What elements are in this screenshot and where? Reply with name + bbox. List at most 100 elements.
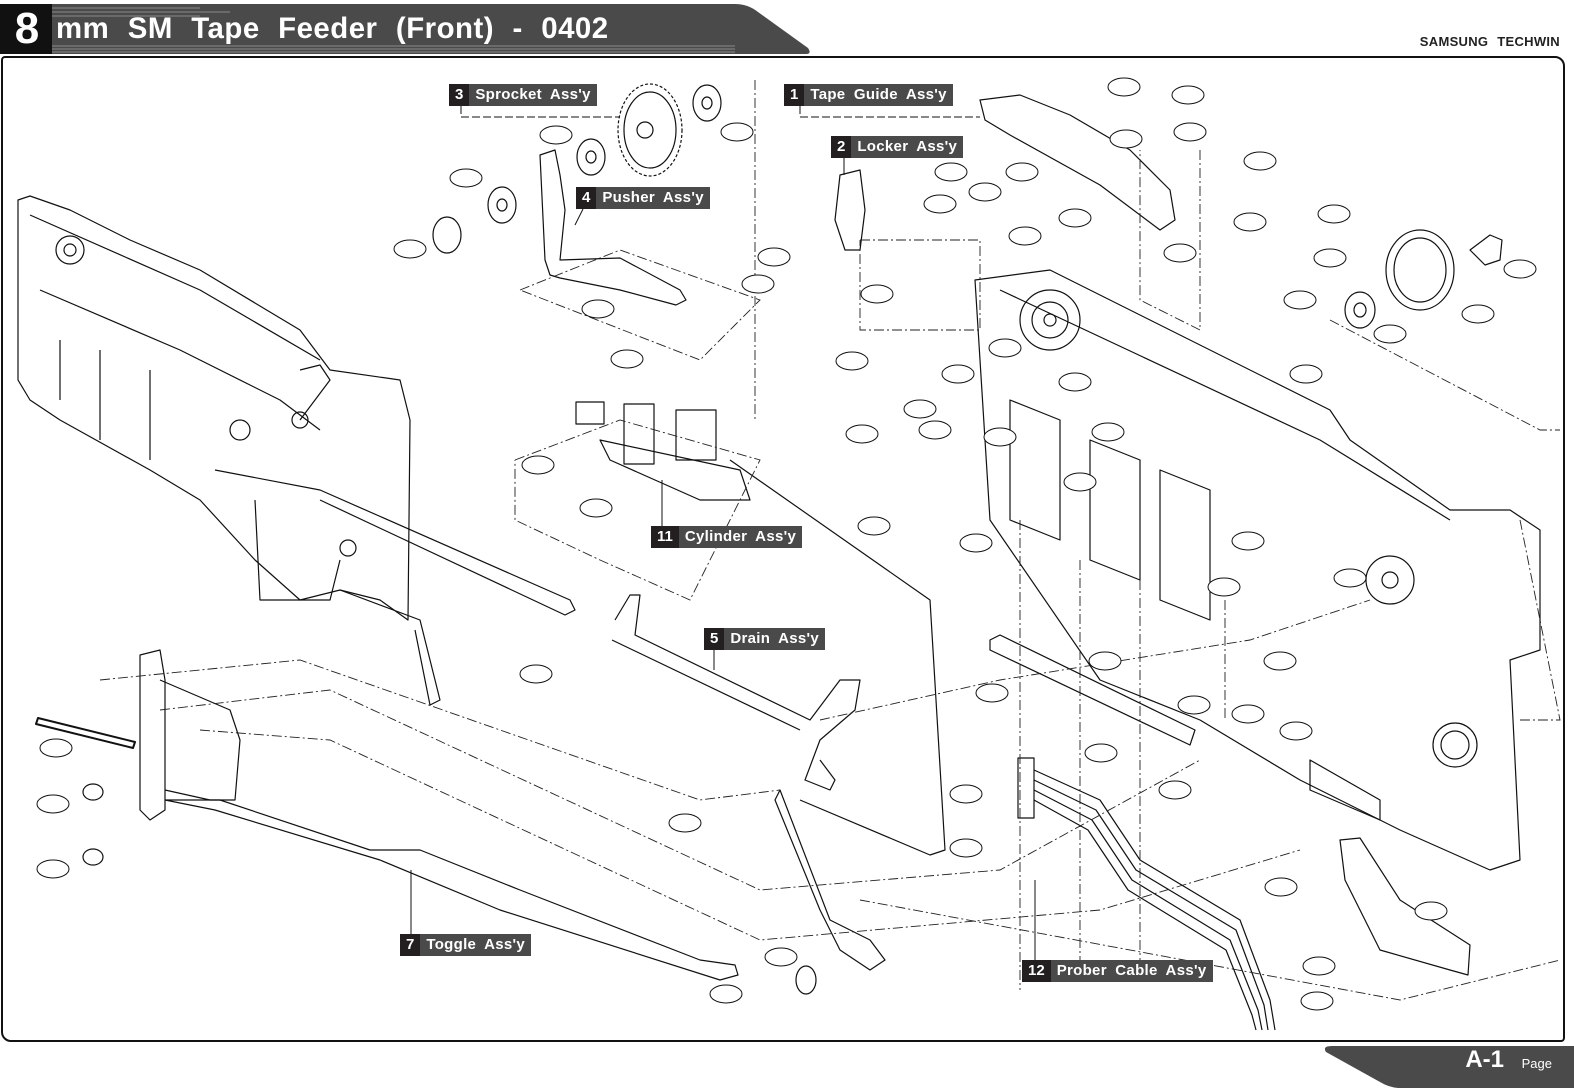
header-band	[0, 4, 810, 54]
assembly-name: Sprocket Ass'y	[469, 84, 597, 106]
callout-balloon	[1084, 743, 1118, 763]
callout-balloon	[1243, 151, 1277, 171]
assembly-label-prober-cable: 12 Prober Cable Ass'y	[1022, 960, 1213, 982]
prober-cable-drawing	[1017, 757, 1276, 1031]
main-frame-drawing	[974, 269, 1541, 871]
callout-balloon	[1373, 324, 1407, 344]
brand-name: SAMSUNG TECHWIN	[1419, 34, 1560, 49]
assembly-label-toggle: 7 Toggle Ass'y	[400, 934, 532, 956]
callout-balloon	[1283, 290, 1317, 310]
assembly-name: Drain Ass'y	[724, 628, 826, 650]
callout-balloon	[1414, 901, 1448, 921]
page-word: Page	[1521, 1056, 1552, 1071]
assembly-name: Prober Cable Ass'y	[1050, 960, 1213, 982]
diagram-frame	[1, 56, 1565, 1042]
callout-balloon	[975, 683, 1009, 703]
callout-balloon	[1503, 259, 1537, 279]
callout-balloon	[36, 794, 70, 814]
assembly-number: 3	[449, 84, 470, 106]
callout-balloon	[959, 533, 993, 553]
callout-balloon	[934, 162, 968, 182]
callout-balloon	[581, 299, 615, 319]
assembled-feeder-drawing	[17, 195, 576, 706]
callout-balloon	[1207, 577, 1241, 597]
callout-balloon	[1109, 129, 1143, 149]
callout-balloon	[1005, 162, 1039, 182]
callout-balloon	[668, 813, 702, 833]
callout-balloon	[757, 247, 791, 267]
callout-balloon	[1171, 85, 1205, 105]
callout-balloon	[1008, 226, 1042, 246]
page-title: mm SM Tape Feeder (Front) - 0402	[56, 12, 609, 45]
callout-balloon	[949, 838, 983, 858]
locker-drawing	[834, 169, 866, 251]
callout-balloon	[1279, 721, 1313, 741]
assembly-name: Toggle Ass'y	[420, 934, 532, 956]
callout-balloon	[521, 455, 555, 475]
callout-balloon	[1300, 991, 1334, 1011]
callout-balloon	[1313, 248, 1347, 268]
callout-balloon	[1163, 243, 1197, 263]
callout-balloon	[845, 424, 879, 444]
callout-balloon	[1264, 877, 1298, 897]
callout-balloon	[835, 351, 869, 371]
drain-drawing	[611, 594, 886, 995]
callout-balloon	[1173, 122, 1207, 142]
assembly-number: 7	[400, 934, 421, 956]
callout-balloon	[1302, 956, 1336, 976]
assembly-label-drain: 5 Drain Ass'y	[704, 628, 826, 650]
callout-balloon	[1058, 372, 1092, 392]
callout-balloon	[968, 182, 1002, 202]
toggle-drawing	[35, 649, 739, 981]
assembly-name: Cylinder Ass'y	[678, 526, 803, 548]
cylinder-drawing	[575, 401, 946, 856]
callout-balloon	[393, 239, 427, 259]
callout-balloon	[1058, 208, 1092, 228]
assembly-label-pusher: 4 Pusher Ass'y	[576, 187, 710, 209]
callout-balloons	[36, 77, 1537, 1011]
callout-balloon	[949, 784, 983, 804]
assembly-label-sprocket: 3 Sprocket Ass'y	[449, 84, 597, 106]
assembly-number: 2	[831, 136, 852, 158]
callout-balloon	[610, 349, 644, 369]
callout-balloon	[36, 859, 70, 879]
pulley-drawing	[1344, 229, 1503, 329]
callout-balloon	[1091, 422, 1125, 442]
callout-balloon	[1107, 77, 1141, 97]
callout-balloon	[1231, 704, 1265, 724]
callout-balloon	[579, 498, 613, 518]
callout-balloon	[988, 338, 1022, 358]
assembly-name: Pusher Ass'y	[596, 187, 710, 209]
callout-balloon	[941, 364, 975, 384]
callout-balloon	[449, 168, 483, 188]
callout-balloon	[1158, 780, 1192, 800]
assembly-label-tape-guide: 1 Tape Guide Ass'y	[784, 84, 953, 106]
assembly-number: 4	[576, 187, 597, 209]
callout-balloon	[1263, 651, 1297, 671]
callout-balloon	[1233, 212, 1267, 232]
assembly-number: 11	[651, 526, 679, 548]
callout-balloon	[764, 947, 798, 967]
callout-balloon	[1063, 472, 1097, 492]
callout-balloon	[860, 284, 894, 304]
callout-balloon	[1177, 695, 1211, 715]
assembly-number: 1	[784, 84, 805, 106]
callout-balloon	[1088, 651, 1122, 671]
page-number: A-1	[1465, 1046, 1504, 1073]
callout-balloon	[1231, 531, 1265, 551]
callout-balloon	[1461, 304, 1495, 324]
rail-bar-drawing	[989, 634, 1196, 746]
callout-balloon	[1289, 364, 1323, 384]
footer-band	[1324, 1046, 1574, 1088]
tape-guide-drawing	[979, 94, 1176, 231]
callout-balloon	[857, 516, 891, 536]
callout-balloon	[1333, 568, 1367, 588]
callout-balloon	[709, 984, 743, 1004]
callout-balloon	[983, 427, 1017, 447]
callout-balloon	[39, 738, 73, 758]
assembly-name: Tape Guide Ass'y	[804, 84, 953, 106]
callout-balloon	[741, 274, 775, 294]
bracket-drawing	[1339, 837, 1471, 976]
callout-balloon	[918, 420, 952, 440]
